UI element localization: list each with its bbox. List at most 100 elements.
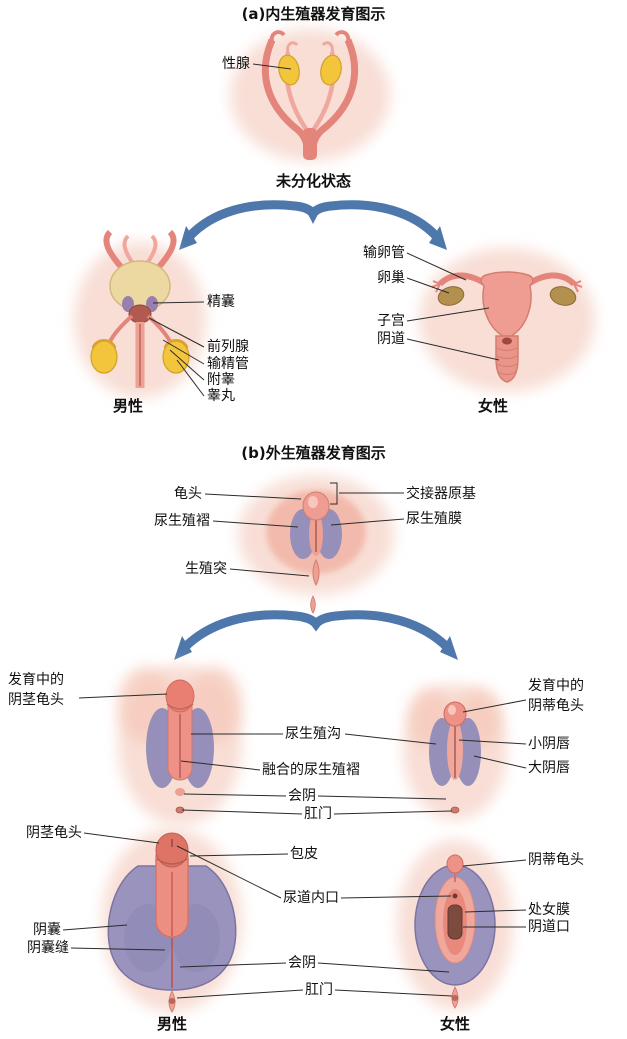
label-developing-penile-glans-1: 发育中的 <box>8 672 64 688</box>
seminal-vesicle-shape <box>146 296 158 312</box>
label-seminal-vesicle: 精囊 <box>207 294 235 310</box>
leader-line <box>189 853 289 857</box>
anus-shape <box>451 995 459 1001</box>
branching-arrow-external <box>174 610 458 660</box>
vaginal-opening-shape <box>447 904 463 940</box>
bracket <box>330 482 338 505</box>
leader-line <box>176 989 304 999</box>
arrowhead-right <box>440 636 458 660</box>
undifferentiated-external-figure <box>238 475 394 614</box>
leader-lines <box>62 63 527 999</box>
section-a-title: (a)内生殖器发育图示 <box>241 5 386 23</box>
leader-line <box>169 349 205 381</box>
leader-line <box>406 252 467 281</box>
anus-shape <box>168 998 176 1004</box>
label-gonad: 性腺 <box>222 56 250 72</box>
label-developing-clitoral-glans-1: 发育中的 <box>528 678 584 694</box>
male-internal-figure <box>74 229 206 398</box>
leader-line <box>181 809 303 815</box>
label-scrotum: 阴囊 <box>33 922 61 938</box>
leader-line <box>406 307 490 322</box>
arrowhead-left <box>179 226 197 250</box>
leader-line <box>334 989 453 997</box>
arrowhead-left <box>174 636 192 660</box>
leader-line <box>162 339 205 365</box>
label-scrotal-raphe: 阴囊缝 <box>27 940 69 956</box>
label-prostate: 前列腺 <box>207 339 249 355</box>
label-uterus: 子宫 <box>377 313 405 329</box>
female-internal-figure <box>419 248 595 392</box>
leader-line <box>78 693 168 699</box>
label-developing-clitoral-glans-2: 阴蒂龟头 <box>528 698 584 714</box>
developing-male-external-figure <box>118 665 242 825</box>
leader-line <box>180 760 261 771</box>
gonad-shape <box>320 54 342 86</box>
prostate-shape <box>128 304 152 324</box>
caption-female-external: 女性 <box>440 1015 471 1033</box>
label-genital-tubercle: 生殖突 <box>185 561 227 577</box>
label-undifferentiated: 未分化状态 <box>275 172 351 190</box>
bladder-shape <box>109 260 171 312</box>
testis-shape <box>90 340 118 374</box>
leader-line <box>333 810 453 815</box>
label-urogenital-fold: 尿生殖褶 <box>154 513 210 529</box>
genital-tubercle-shape <box>312 558 320 587</box>
leader-line <box>340 895 452 899</box>
seminal-vesicle-shape <box>122 296 134 312</box>
label-developing-penile-glans-2: 阴茎龟头 <box>8 692 64 708</box>
caption-male-external: 男性 <box>157 1015 188 1033</box>
leader-line <box>406 338 500 361</box>
leader-line <box>176 845 282 899</box>
penile-glans-shape <box>155 832 189 868</box>
label-prepuce: 包皮 <box>290 846 318 862</box>
ovary-shape <box>549 286 577 306</box>
label-testis: 睾丸 <box>207 388 235 404</box>
leader-line <box>462 859 527 867</box>
label-vas-deferens: 输精管 <box>207 356 249 372</box>
perineum-shape <box>175 788 185 796</box>
label-vaginal-opening: 阴道口 <box>528 919 570 935</box>
label-urethral-opening: 尿道内口 <box>283 890 339 906</box>
clitoral-glans-shape <box>446 854 464 874</box>
leader-line <box>152 301 205 304</box>
label-ovary: 卵巢 <box>377 270 405 286</box>
caption-male-internal: 男性 <box>113 397 144 415</box>
label-perineum-developing: 会阴 <box>288 788 316 804</box>
urogenital-fold-shape <box>290 509 316 559</box>
leader-line <box>464 909 527 913</box>
testis-shape <box>162 340 190 374</box>
leader-line <box>212 520 299 528</box>
leader-line <box>229 568 310 577</box>
label-clitoral-glans: 阴蒂龟头 <box>528 852 584 868</box>
label-vagina: 阴道 <box>377 331 405 347</box>
leader-line <box>179 962 287 968</box>
label-penile-glans: 阴茎龟头 <box>26 825 82 841</box>
uterus-shape <box>480 271 534 339</box>
leader-line <box>204 493 302 500</box>
label-urogenital-membrane: 尿生殖膜 <box>406 511 462 527</box>
anus-shape <box>450 806 460 814</box>
caption-female-internal: 女性 <box>478 397 509 415</box>
leader-line <box>344 733 437 745</box>
urogenital-fold-shape <box>316 509 342 559</box>
label-fallopian-tube: 输卵管 <box>363 245 405 261</box>
label-fused-urogenital-folds: 融合的尿生殖褶 <box>262 762 360 778</box>
mature-female-external-figure <box>397 840 513 1010</box>
leader-line <box>462 699 527 713</box>
label-hymen: 处女膜 <box>528 902 570 918</box>
label-anus-developing: 肛门 <box>304 806 332 822</box>
label-labia-majora: 大阴唇 <box>528 760 570 776</box>
label-phallus-primordium: 交接器原基 <box>406 486 476 502</box>
leader-line <box>458 739 527 745</box>
leader-line <box>252 63 292 70</box>
branching-arrow-internal <box>179 200 447 250</box>
label-glans: 龟头 <box>174 486 202 502</box>
leader-line <box>62 924 128 931</box>
developing-female-external-figure <box>403 684 507 820</box>
label-anus-mature: 肛门 <box>305 982 333 998</box>
urethral-opening-shape <box>452 893 458 899</box>
leader-line <box>317 962 450 973</box>
gonad-shape <box>278 54 300 86</box>
leader-line <box>406 277 450 294</box>
